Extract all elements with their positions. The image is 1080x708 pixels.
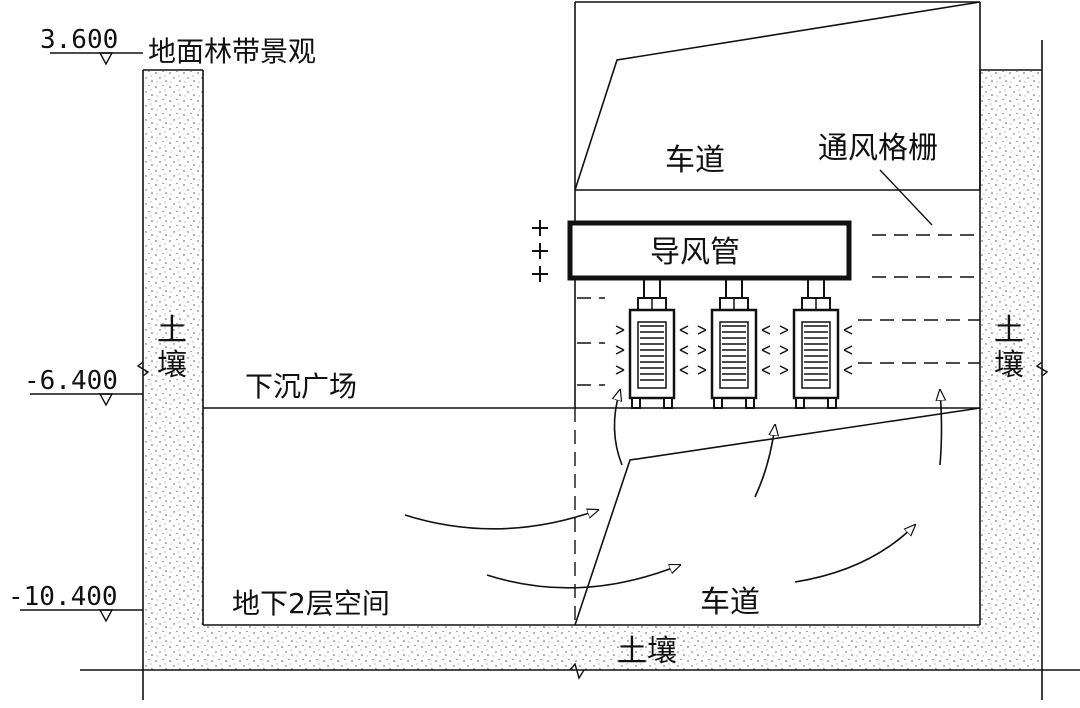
lower-ramp: [574, 407, 981, 626]
air-duct-body: [567, 220, 852, 281]
elevation-label-2: -6.400: [24, 366, 118, 396]
upper-ramp: [574, 1, 981, 191]
break-mark-right: [1035, 361, 1049, 377]
structure: [80, 1, 1080, 700]
ventilation-grille-label: 通风格栅: [818, 131, 938, 166]
airflow-arrow-3: [794, 525, 915, 583]
airflow-arrow-4: [614, 390, 623, 466]
soil-left-wall: [143, 70, 203, 625]
elevation-marker-2: -6.400: [24, 366, 143, 407]
elevation-label-3: -10.400: [8, 582, 118, 612]
fan-unit: [615, 278, 689, 409]
roadway-lower-label: 车道: [700, 585, 760, 620]
text-labels: 地面林带景观 车道 通风格栅 下沉广场 地下2层空间 车道 土壤 土 壤 土 壤: [148, 35, 1024, 669]
sunken-plaza-label: 下沉广场: [245, 370, 357, 403]
elevation-marker-3: -10.400: [8, 582, 143, 623]
soil-bottom-label: 土壤: [617, 634, 677, 669]
roadway-upper-label: 车道: [665, 143, 725, 178]
break-mark-left: [136, 361, 150, 377]
airflow-arrow-5: [754, 425, 775, 498]
soil-left-label-2: 壤: [157, 348, 187, 383]
dashed-lines: [574, 234, 980, 625]
air-duct: 导风管: [532, 220, 852, 282]
airflow-arrow-6: [940, 390, 942, 466]
ground-forest-label: 地面林带景观: [148, 35, 316, 68]
break-marks: [136, 361, 1049, 680]
soil-left-label-1: 土: [157, 313, 187, 348]
airflow-arrow-1: [404, 510, 598, 530]
soil-right-label-1: 土: [994, 313, 1024, 348]
fan-units: [615, 278, 853, 409]
grille-leader-line: [879, 169, 933, 226]
elevation-label-1: 3.600: [40, 25, 118, 55]
airflow-arrows: [404, 390, 942, 589]
airflow-arrow-2: [486, 565, 680, 589]
fan-unit: [697, 278, 771, 409]
basement-2-label: 地下2层空间: [232, 587, 390, 620]
soil-right-wall: [980, 70, 1042, 625]
air-duct-label: 导风管: [650, 235, 740, 270]
soil-right-label-2: 壤: [994, 348, 1024, 383]
elevation-marker-1: 3.600: [40, 25, 143, 66]
break-mark-bottom: [569, 662, 585, 680]
fan-unit: [779, 278, 853, 409]
soil-bottom-slab: [143, 625, 1042, 670]
soil-regions: [143, 70, 1042, 670]
duct-crosses: [532, 220, 548, 282]
